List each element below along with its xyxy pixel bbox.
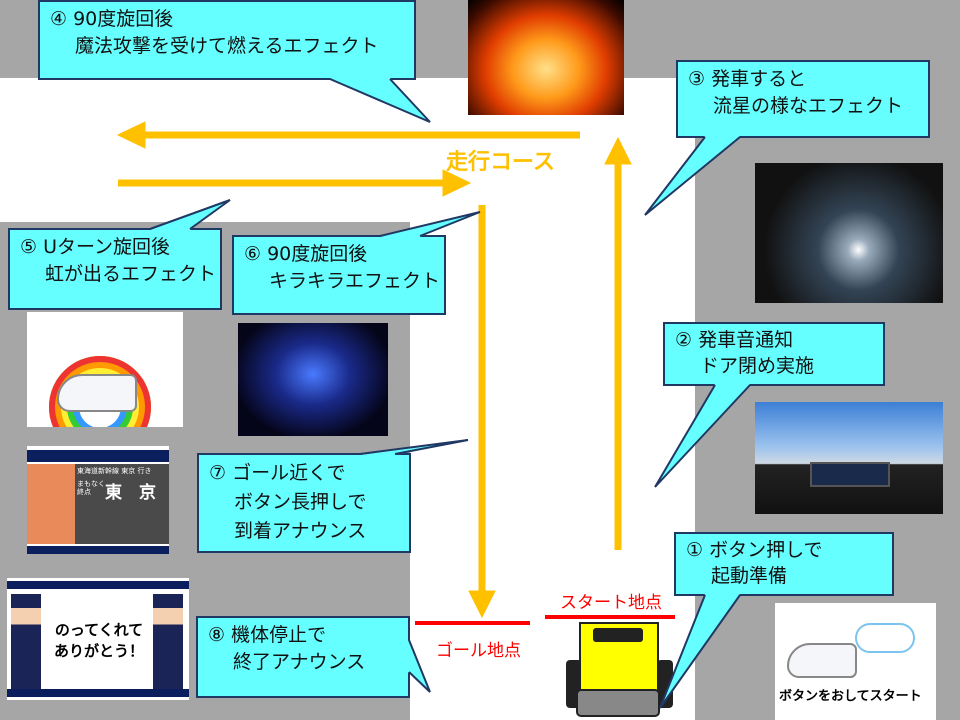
callout-departure: ② 発車音通知 ドア閉め実施 xyxy=(663,322,885,386)
fire-effect-image xyxy=(468,0,624,115)
callout-sparkle-effect: ⑥ 90度旋回後 キラキラエフェクト xyxy=(232,235,446,315)
display-station: 東 京 xyxy=(105,483,156,503)
conductor-left-icon xyxy=(11,594,41,689)
arrowhead-right xyxy=(442,169,472,197)
start-label: スタート地点 xyxy=(560,593,662,613)
goal-label: ゴール地点 xyxy=(436,641,521,661)
arrowhead-left xyxy=(116,121,146,149)
conductor-right-icon xyxy=(153,594,183,689)
cloud-icon xyxy=(855,623,915,653)
display-sidebar xyxy=(27,464,75,544)
callout-rainbow-effect: ⑤ Uターン旋回後 虹が出るエフェクト xyxy=(8,228,222,310)
conductor-thanks-image: のってくれて ありがとう！ xyxy=(7,578,189,700)
callout-meteor-effect: ③ 発車すると 流星の様なエフェクト xyxy=(676,60,930,138)
train-icon xyxy=(57,374,137,412)
start-screen-text: ボタンをおしてスタート xyxy=(779,689,922,704)
cockpit-image xyxy=(755,402,943,514)
rainbow-train-image xyxy=(27,312,183,427)
thanks-text: のってくれて ありがとう！ xyxy=(53,621,144,660)
band-bottom xyxy=(7,689,189,697)
station-display-image: 東海道新幹線 東京 行き まもなく 終点 東 京 xyxy=(27,446,169,554)
illumination-image xyxy=(238,323,388,436)
display-band-top xyxy=(27,450,169,462)
cockpit-panel xyxy=(810,462,890,487)
start-screen-image: ボタンをおしてスタート xyxy=(775,603,936,720)
band-top xyxy=(7,581,189,589)
display-header: 東海道新幹線 東京 行き xyxy=(77,467,152,475)
callout-startup: ① ボタン押しで 起動準備 xyxy=(674,532,894,596)
arrowhead-up xyxy=(604,136,632,165)
arrowhead-down xyxy=(468,590,496,619)
robot-icon xyxy=(566,622,673,717)
meteor-train-image xyxy=(755,163,943,303)
display-band-bottom xyxy=(27,546,169,554)
display-next: まもなく 終点 xyxy=(77,480,105,496)
display-screen: 東海道新幹線 東京 行き まもなく 終点 東 京 xyxy=(27,464,169,544)
callout-arrival-announce: ⑦ ゴール近くで ボタン長押しで 到着アナウンス xyxy=(197,453,411,553)
callout-end-announce: ⑧ 機体停止で 終了アナウンス xyxy=(196,616,410,698)
callout-fire-effect: ④ 90度旋回後 魔法攻撃を受けて燃えるエフェクト xyxy=(38,0,416,80)
train-icon xyxy=(787,643,857,678)
course-label: 走行コース xyxy=(446,150,555,175)
